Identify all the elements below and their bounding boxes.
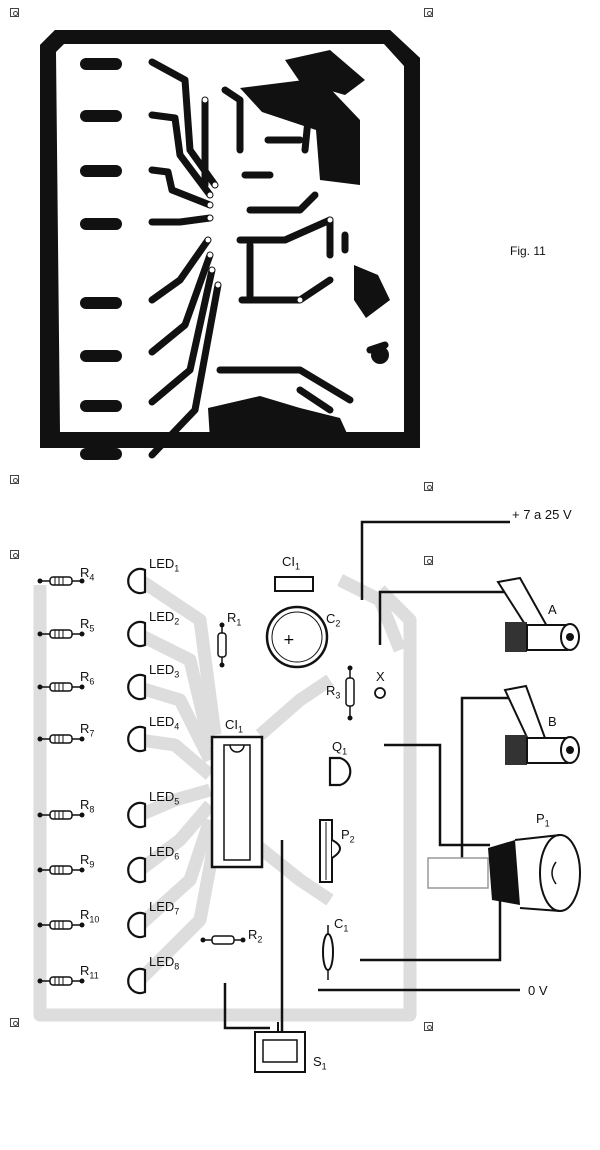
- p1-potentiometer: [427, 834, 581, 912]
- s1-switch: [254, 1022, 306, 1073]
- label-ci1-chip: CI1: [225, 717, 244, 735]
- label-r5: R5: [80, 616, 95, 634]
- registration-mark: [424, 1022, 433, 1031]
- label-r11: R11: [80, 963, 99, 981]
- label-q1: Q1: [332, 739, 348, 757]
- supply-positive-label: + 7 a 25 V: [512, 507, 572, 522]
- registration-mark: [10, 550, 19, 559]
- supply-ground-label: 0 V: [528, 983, 548, 998]
- label-ci1-top: CI1: [282, 554, 301, 572]
- label-s1: S1: [313, 1054, 327, 1072]
- led-array: [127, 567, 147, 995]
- label-led7: LED7: [149, 899, 180, 917]
- label-r2: R2: [248, 927, 263, 945]
- r3-resistor: [345, 665, 355, 721]
- registration-mark: [424, 482, 433, 491]
- registration-mark: [10, 475, 19, 484]
- label-r9: R9: [80, 852, 95, 870]
- label-r4: R4: [80, 565, 95, 583]
- p2-trimmer: [319, 819, 341, 883]
- label-r7: R7: [80, 721, 95, 739]
- label-c1: C1: [334, 916, 349, 934]
- label-led1: LED1: [149, 556, 180, 574]
- label-jack-a: A: [548, 602, 557, 617]
- r1-resistor: [217, 622, 227, 668]
- ci1-top-block: [274, 576, 314, 592]
- label-r8: R8: [80, 797, 95, 815]
- label-led8: LED8: [149, 954, 180, 972]
- label-led5: LED5: [149, 789, 180, 807]
- label-r1: R1: [227, 610, 242, 628]
- label-led2: LED2: [149, 609, 180, 627]
- label-led4: LED4: [149, 714, 180, 732]
- label-r6: R6: [80, 669, 95, 687]
- label-jack-b: B: [548, 714, 557, 729]
- figure-caption: Fig. 11: [510, 244, 546, 258]
- c1-capacitor: [322, 925, 334, 980]
- jack-b-connector: [503, 684, 580, 765]
- c2-capacitor: +: [265, 605, 329, 669]
- jack-a-connector: [496, 576, 580, 652]
- q1-transistor: [328, 756, 352, 787]
- label-p2: P2: [341, 827, 355, 845]
- r2-resistor: [200, 935, 246, 945]
- registration-mark: [10, 1018, 19, 1027]
- label-led3: LED3: [149, 662, 180, 680]
- svg-text:+: +: [283, 632, 295, 648]
- label-x: X: [376, 669, 385, 684]
- registration-mark: [10, 8, 19, 17]
- registration-mark: [424, 556, 433, 565]
- ci1-chip: [210, 735, 264, 869]
- label-r10: R10: [80, 907, 100, 925]
- resistor-array: [37, 576, 85, 986]
- registration-mark: [424, 8, 433, 17]
- label-p1: P1: [536, 811, 550, 829]
- label-r3: R3: [326, 683, 341, 701]
- x-test-point: [374, 687, 386, 699]
- label-c2: C2: [326, 611, 341, 629]
- label-led6: LED6: [149, 844, 180, 862]
